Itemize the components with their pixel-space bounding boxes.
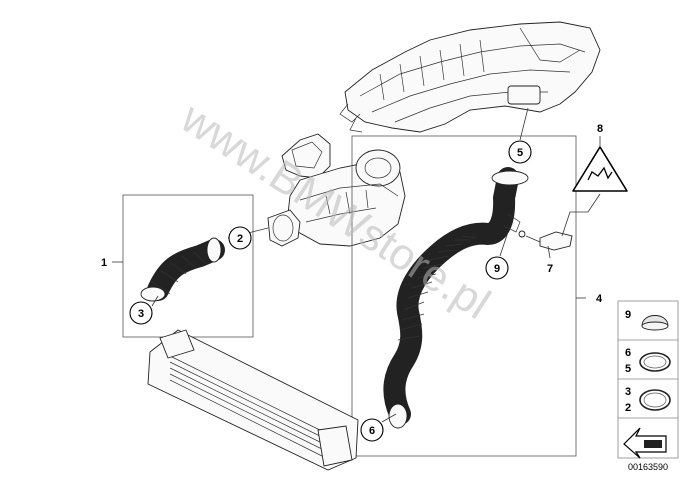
legend-row-3-2[interactable]: 3 2 bbox=[625, 386, 671, 414]
turbocharger[interactable] bbox=[267, 133, 406, 247]
callout-8[interactable]: 8 bbox=[597, 123, 603, 135]
intercooler[interactable] bbox=[147, 329, 359, 471]
callout-label-5: 5 bbox=[517, 147, 523, 159]
callout-label-7: 7 bbox=[547, 263, 553, 275]
diagram-code: 00163590 bbox=[628, 462, 668, 472]
callout-7[interactable]: 7 bbox=[547, 263, 553, 275]
assembly-frame-4 bbox=[351, 135, 577, 457]
callout-label-4: 4 bbox=[596, 293, 603, 305]
callout-9[interactable]: 9 bbox=[485, 256, 509, 280]
callout-label-2: 2 bbox=[237, 233, 243, 245]
callout-label-3: 3 bbox=[138, 308, 144, 320]
legend-row-6-5[interactable]: 6 5 bbox=[625, 347, 671, 375]
legend-label-6: 6 bbox=[625, 347, 631, 359]
callout-1[interactable]: 1 bbox=[101, 257, 107, 269]
callout-3[interactable]: 3 bbox=[129, 301, 153, 325]
sensor-part[interactable] bbox=[518, 230, 573, 251]
legend-label-3: 3 bbox=[625, 386, 631, 398]
charge-air-hose-short[interactable] bbox=[140, 237, 225, 302]
legend-arrow-icon bbox=[623, 427, 667, 459]
legend-label-2: 2 bbox=[625, 402, 631, 414]
parts-legend: 9 6 5 3 2 bbox=[617, 300, 679, 459]
legend-label-5: 5 bbox=[625, 363, 631, 375]
callout-label-8: 8 bbox=[597, 123, 603, 135]
watermark-text: www.BMWstore.pl bbox=[172, 93, 499, 329]
callout-2[interactable]: 2 bbox=[228, 226, 252, 250]
callout-label-6: 6 bbox=[369, 425, 375, 437]
warning-label-triangle[interactable] bbox=[572, 146, 628, 192]
callout-4[interactable]: 4 bbox=[596, 293, 603, 305]
leader-lines bbox=[112, 107, 601, 423]
callout-label-1: 1 bbox=[101, 257, 107, 269]
legend-label-9: 9 bbox=[625, 309, 631, 321]
callout-5[interactable]: 5 bbox=[508, 140, 532, 164]
callout-label-9: 9 bbox=[494, 263, 500, 275]
legend-row-9[interactable]: 9 bbox=[625, 309, 669, 331]
charge-air-hose-long[interactable] bbox=[383, 167, 529, 429]
intake-manifold[interactable] bbox=[339, 21, 601, 133]
callout-6[interactable]: 6 bbox=[360, 418, 384, 442]
